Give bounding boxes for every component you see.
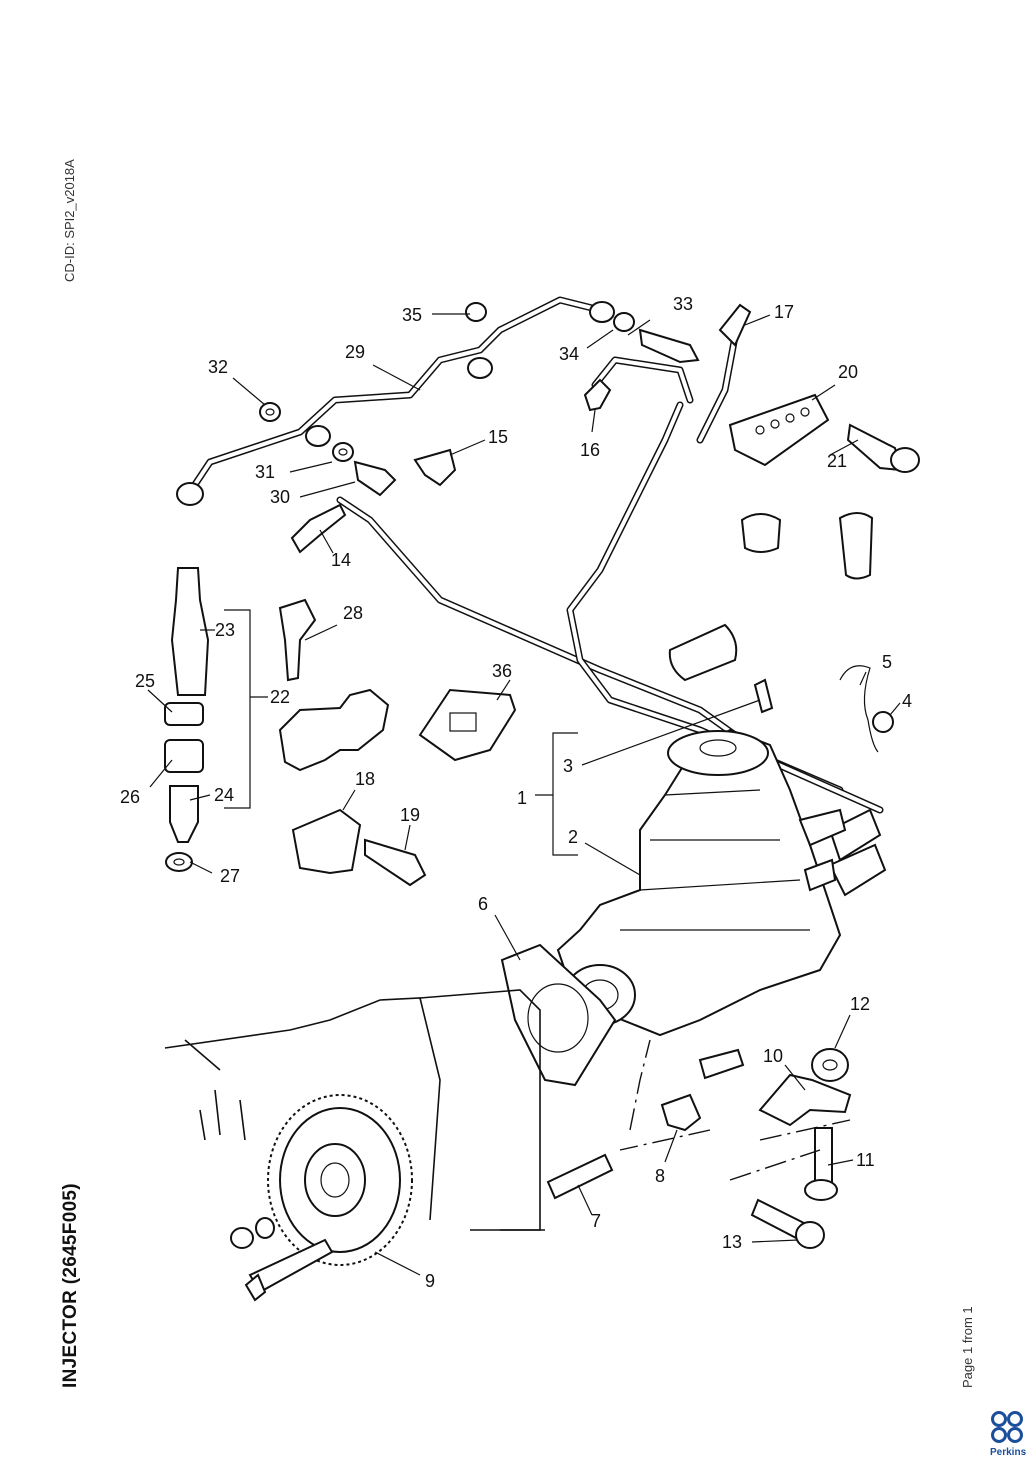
callout-10: 10 — [763, 1046, 783, 1066]
injection-pump — [556, 728, 887, 1037]
pump-gasket — [500, 943, 617, 1087]
callout-26: 26 — [120, 787, 140, 807]
callout-19: 19 — [400, 805, 420, 825]
leader-lines — [147, 313, 901, 1276]
callout-14: 14 — [331, 550, 351, 570]
lower-parts — [546, 1039, 852, 1249]
callout-33: 33 — [673, 294, 693, 314]
callout-20: 20 — [838, 362, 858, 382]
callout-2: 2 — [568, 827, 578, 847]
callout-6: 6 — [478, 894, 488, 914]
callout-35: 35 — [402, 305, 422, 325]
callout-13: 13 — [722, 1232, 742, 1252]
timing-case — [164, 989, 545, 1231]
callout-15: 15 — [488, 427, 508, 447]
callout-28: 28 — [343, 603, 363, 623]
callout-17: 17 — [774, 302, 794, 322]
callout-3: 3 — [563, 756, 573, 776]
callout-36: 36 — [492, 661, 512, 681]
callout-12: 12 — [850, 994, 870, 1014]
callout-18: 18 — [355, 769, 375, 789]
callout-22: 22 — [270, 687, 290, 707]
perkins-logo-text: Perkins — [990, 1447, 1027, 1458]
timing-gear — [230, 1094, 413, 1302]
perkins-logo — [991, 1411, 1023, 1443]
callout-24: 24 — [214, 785, 234, 805]
callout-25: 25 — [135, 671, 155, 691]
callout-31: 31 — [255, 462, 275, 482]
callout-23: 23 — [215, 620, 235, 640]
callout-8: 8 — [655, 1166, 665, 1186]
callout-5: 5 — [882, 652, 892, 672]
callout-29: 29 — [345, 342, 365, 362]
callout-21: 21 — [827, 451, 847, 471]
callout-27: 27 — [220, 866, 240, 886]
callout-numbers: 1 2 3 4 5 6 7 8 9 10 11 12 13 14 15 16 1… — [120, 294, 912, 1291]
callout-32: 32 — [208, 357, 228, 377]
leak-off-rail — [176, 296, 615, 506]
callout-4: 4 — [902, 691, 912, 711]
callout-7: 7 — [591, 1211, 601, 1231]
callout-9: 9 — [425, 1271, 435, 1291]
small-parts — [164, 302, 920, 887]
callout-34: 34 — [559, 344, 579, 364]
callout-30: 30 — [270, 487, 290, 507]
callout-16: 16 — [580, 440, 600, 460]
callout-1: 1 — [517, 788, 527, 808]
callout-11: 11 — [856, 1150, 875, 1170]
